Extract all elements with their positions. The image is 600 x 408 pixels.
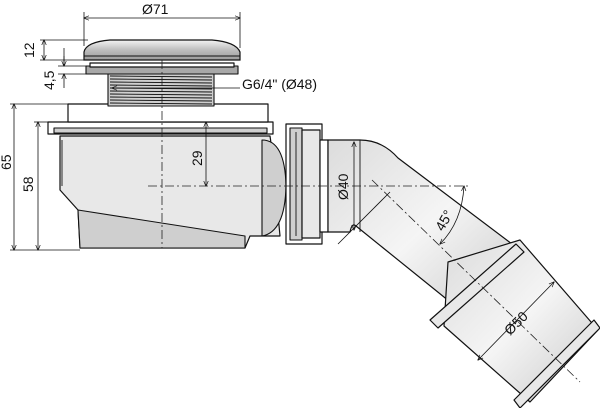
thread-line: [109, 93, 213, 96]
threaded-neck: [107, 73, 215, 107]
thread-line: [109, 90, 213, 93]
dim-cap-diameter: Ø71: [142, 1, 169, 17]
dim-body-height: 58: [20, 176, 36, 192]
drain-body: [47, 121, 287, 249]
thread-line: [109, 81, 213, 84]
housing-bottom-shade: [77, 209, 246, 249]
dim-body-total-height: 65: [0, 154, 14, 170]
outlet-nut: [285, 123, 329, 245]
thread-line: [109, 96, 213, 99]
thread-line: [109, 75, 213, 78]
dim-thread: G6/4" (Ø48): [242, 76, 317, 92]
housing-flange-inner: [53, 127, 268, 134]
chrome-cap: [83, 39, 241, 61]
dim-cap-height: 12: [21, 42, 37, 58]
dim-flange-height: 4,5: [41, 70, 57, 90]
pipe-ring-lower: [513, 319, 600, 408]
thread-line: [109, 78, 213, 81]
dim-outlet-diameter: Ø40: [335, 173, 351, 200]
thread-line: [109, 102, 213, 105]
thread-line: [109, 84, 213, 87]
dim-outlet-center-height: 29: [189, 150, 205, 166]
thread-line: [109, 99, 213, 102]
body-upper-section: [67, 103, 269, 123]
housing-outlet-neck: [261, 139, 287, 237]
